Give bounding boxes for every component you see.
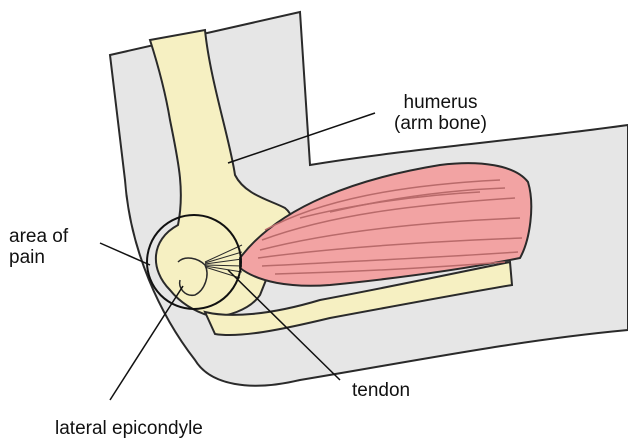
lateral-epicondyle-leader-line xyxy=(110,286,183,400)
tendon-label: tendon xyxy=(352,380,410,401)
humerus-label-line1: humerus xyxy=(378,92,503,113)
humerus-label-line2: (arm bone) xyxy=(378,113,503,134)
humerus-label: humerus (arm bone) xyxy=(378,92,503,134)
tendon-label-text: tendon xyxy=(352,380,410,401)
area-of-pain-label: area of pain xyxy=(9,226,68,268)
area-of-pain-label-line2: pain xyxy=(9,247,68,268)
lateral-epicondyle-label: lateral epicondyle xyxy=(55,418,203,439)
lateral-epicondyle-label-text: lateral epicondyle xyxy=(55,418,203,439)
area-of-pain-label-line1: area of xyxy=(9,226,68,247)
